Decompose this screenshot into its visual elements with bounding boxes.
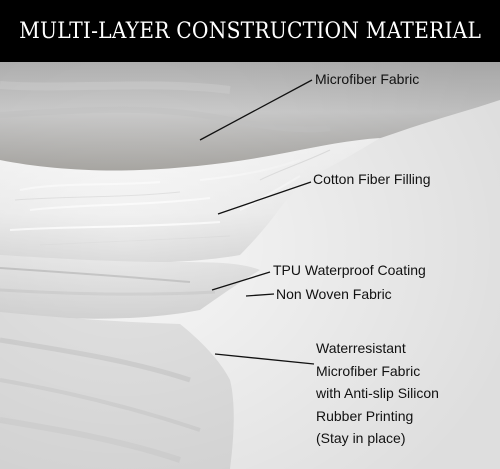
- label-bottom-line-5: (Stay in place): [316, 430, 406, 446]
- label-bottom-layer: Waterresistant Microfiber Fabric with An…: [316, 337, 439, 450]
- label-cotton-fiber-filling: Cotton Fiber Filling: [313, 171, 431, 187]
- leader-line-microfiber: [199, 79, 313, 141]
- label-microfiber-fabric: Microfiber Fabric: [315, 71, 420, 87]
- fabric-layers-photo: [0, 62, 500, 469]
- label-non-woven-fabric: Non Woven Fabric: [276, 286, 392, 302]
- title-banner: MULTI-LAYER CONSTRUCTION MATERIAL: [0, 0, 500, 62]
- leader-line-tpu: [211, 271, 271, 291]
- leader-line-cotton: [217, 181, 312, 215]
- label-bottom-line-2: Microfiber Fabric: [316, 362, 421, 379]
- infographic-title: MULTI-LAYER CONSTRUCTION MATERIAL: [19, 18, 482, 44]
- label-bottom-line-3: with Anti-slip Silicon: [316, 385, 439, 401]
- leader-line-bottom: [214, 353, 315, 365]
- label-bottom-line-1: Waterresistant: [316, 340, 406, 356]
- label-tpu-waterproof-coating: TPU Waterproof Coating: [273, 262, 426, 278]
- leader-line-nonwoven: [245, 293, 275, 297]
- label-bottom-line-4: Rubber Printing: [316, 407, 414, 424]
